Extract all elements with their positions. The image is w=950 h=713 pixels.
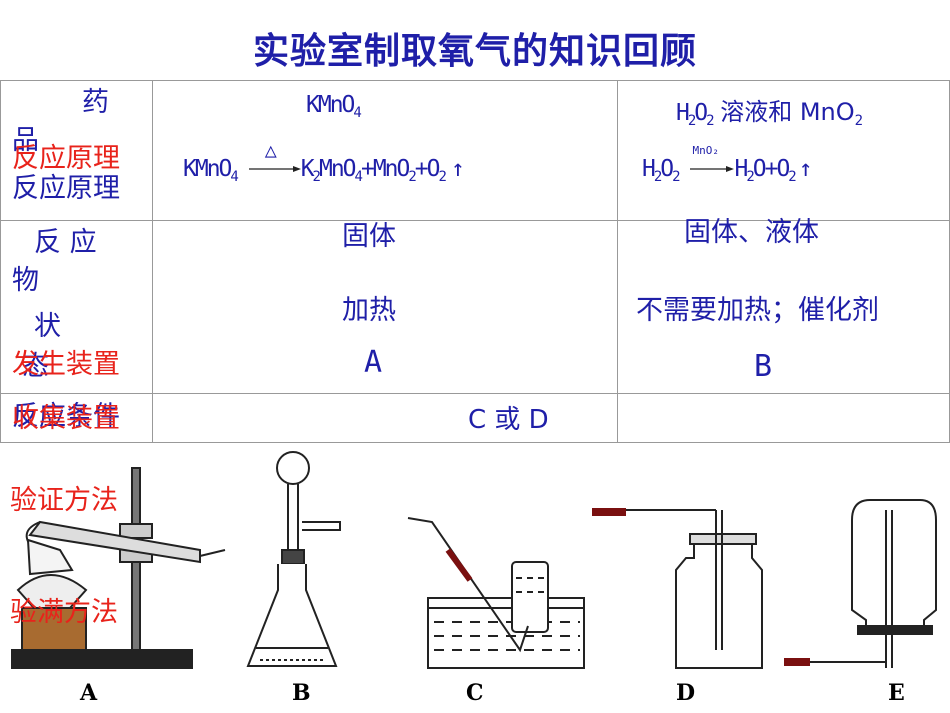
verify-method-label: 验证方法 [10,485,118,516]
page-title: 实验室制取氧气的知识回顾 [252,31,697,72]
collector-text: C 或 D [468,405,549,435]
state-label-2: 物 [12,265,39,296]
label-d: D [676,680,696,706]
arrow-icon [690,166,735,172]
apparatus-a [11,467,226,669]
state-label-3: 状 [34,311,61,342]
reaction-principle-overlay: 反应原理 [12,143,120,174]
equation-kmno4: KMnO4 △ K2MnO4+MnO2+O2↑ [183,138,465,185]
equation-h2o2: H2O2 MnO₂ H2O+O2↑ [642,144,813,185]
generator-label: 发生装置 [12,349,120,380]
reaction-principle-label: 反应原理 [12,173,120,204]
catalyst-label: MnO₂ [692,144,719,157]
apparatus-c [407,517,585,669]
generator-b: B [754,349,773,384]
apparatus-b [246,451,341,667]
no-heat-text: 不需要加热；催化剂 [636,295,879,326]
drug-header: 药 [82,87,109,118]
apparatus-d [592,508,763,669]
solid-liquid-text: 固体、液体 [684,217,819,248]
collector-label: 收集装置 [12,403,120,434]
label-c: C [466,680,484,706]
solid-text: 固体 [342,221,396,252]
heat-condition-icon: △ [264,138,277,162]
kmno4-header: KMnO4 [306,92,362,121]
reaction-condition-label: 反应条件 [12,401,120,432]
full-check-label: 验满方法 [10,597,118,628]
apparatus-e [784,499,937,668]
generator-a: A [364,345,383,380]
label-a: A [80,680,98,706]
heat-text: 加热 [342,295,396,326]
h2o2-header: H2O2 溶液和 MnO2 [676,98,863,129]
state-label-1: 反 应 [34,227,97,258]
state-label-4: 态 [22,351,49,382]
drug-header-2: 品 [12,125,39,156]
apparatus-illustration [11,451,937,669]
arrow-icon [248,166,301,172]
label-e: E [888,680,905,706]
label-b: B [292,680,311,706]
